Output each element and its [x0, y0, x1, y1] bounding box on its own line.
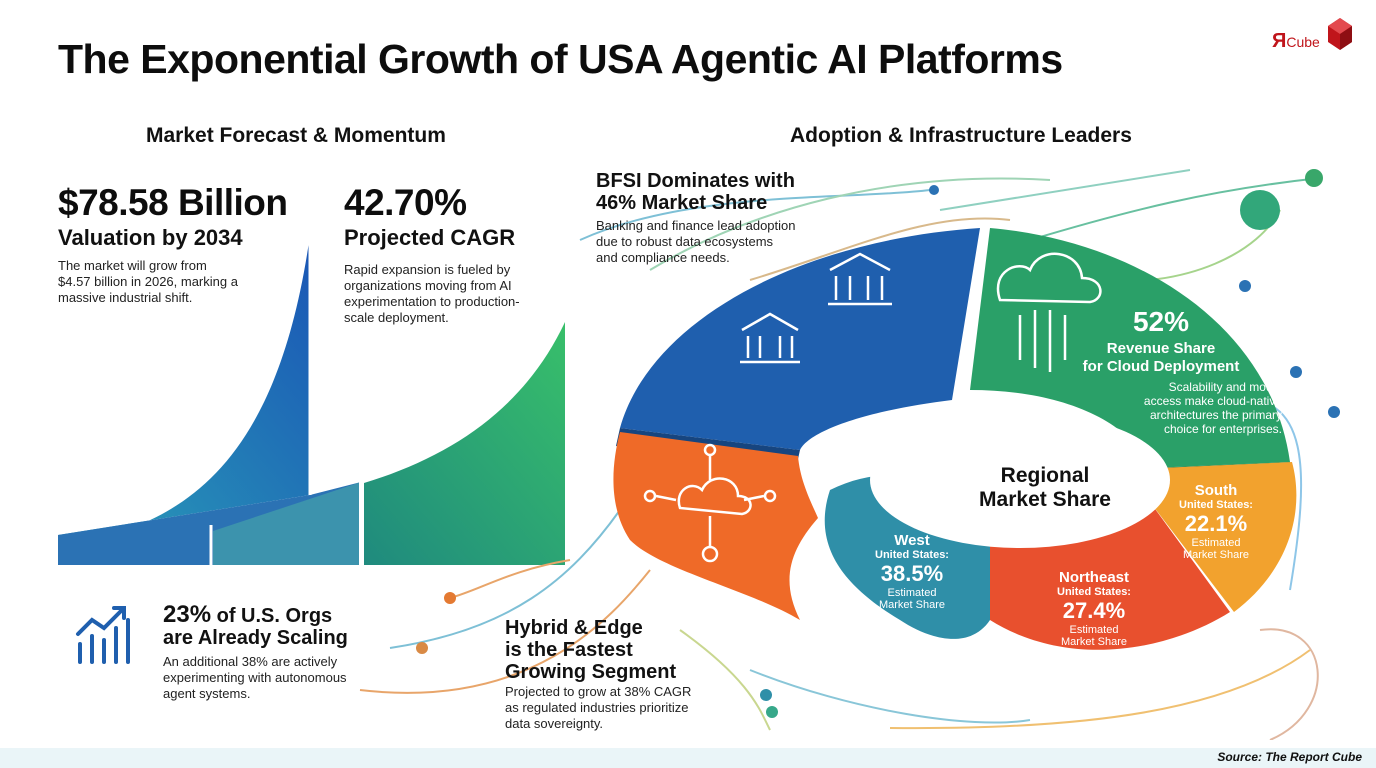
bank-icon	[740, 312, 800, 364]
west-label: West United States: 38.5% Estimated Mark…	[875, 532, 949, 611]
growth-chart-icon	[76, 606, 130, 664]
south-label: South United States: 22.1% Estimated Mar…	[1179, 482, 1253, 561]
valuation-value: $78.58 Billion	[58, 182, 288, 223]
adoption-heading: Adoption & Infrastructure Leaders	[790, 124, 1132, 147]
cagr-value: 42.70%	[344, 182, 467, 223]
network-cloud-icon	[643, 443, 777, 563]
cloud-segment	[970, 228, 1290, 468]
growth-middle-band	[213, 482, 361, 565]
building-icon	[828, 252, 892, 306]
logo-mark: Я	[1272, 30, 1287, 52]
hybrid-segment	[613, 432, 818, 620]
circuit-lines	[359, 169, 1321, 740]
page-title: The Exponential Growth of USA Agentic AI…	[58, 36, 1063, 82]
infrastructure-ring-diagram	[359, 169, 1340, 740]
valuation-label: Valuation by 2034	[58, 225, 243, 250]
cagr-curve	[364, 322, 565, 565]
south-segment	[1150, 462, 1297, 612]
cagr-label: Projected CAGR	[344, 225, 516, 250]
logo-word: Cube	[1286, 34, 1320, 50]
scaling-title: 23% of U.S. Orgs are Already Scaling	[163, 601, 348, 650]
valuation-text: The market will grow from$4.57 billion i…	[58, 258, 238, 305]
cloud-icon	[996, 252, 1102, 372]
report-cube-logo: ЯCube	[1272, 16, 1356, 60]
bfsi-segment	[620, 228, 980, 450]
cloud-value: 52%	[1132, 306, 1190, 337]
footer-bar	[0, 748, 1376, 768]
source-credit: Source: The Report Cube	[1217, 750, 1362, 764]
market-forecast-heading: Market Forecast & Momentum	[146, 124, 446, 147]
valuation-curve	[58, 235, 310, 547]
growth-area-chart	[58, 235, 565, 565]
northeast-label: Northeast United States: 27.4% Estimated…	[1057, 569, 1131, 648]
